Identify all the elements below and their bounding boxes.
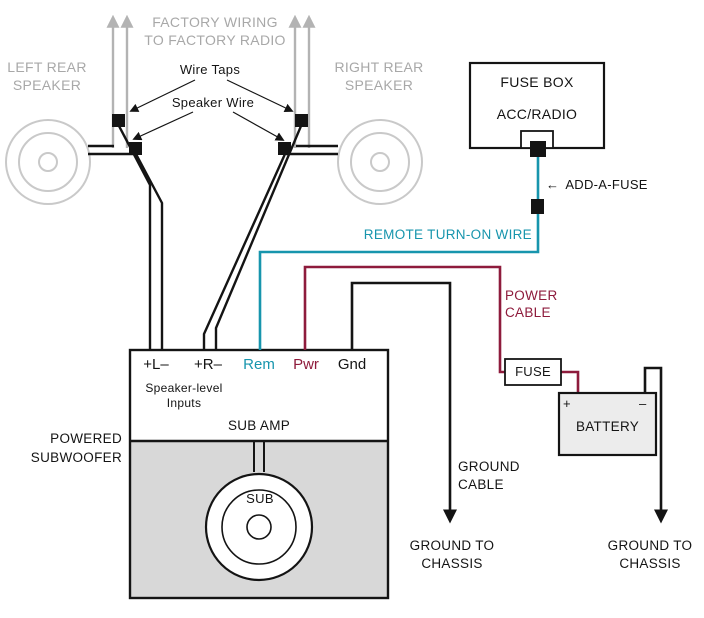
wire-taps-pointer-right	[226, 79, 294, 112]
right-rear-speaker-icon	[337, 119, 423, 205]
fuse-box-acc-radio-label: ACC/RADIO	[496, 106, 578, 122]
ground-cable-label: GROUND CABLE	[458, 459, 520, 492]
left-arrow-icon: ←	[546, 177, 560, 192]
power-cable-label: POWER CABLE	[505, 288, 558, 320]
wire-tap	[278, 142, 291, 155]
amp-terminal-right-input: +R–	[194, 356, 222, 373]
remote-turn-on-wire-label: REMOTE TURN-ON WIRE	[363, 227, 532, 242]
amp-terminal-power: Pwr	[293, 356, 319, 373]
left-rear-speaker-label: LEFT REAR SPEAKER	[7, 59, 87, 93]
speaker-level-inputs-label: Speaker-level Inputs	[145, 381, 223, 410]
power-cable-wire	[303, 265, 580, 393]
left-rear-speaker-icon	[5, 119, 91, 205]
speaker-wire-pointer-left	[132, 111, 194, 141]
wire-taps-pointer-left	[129, 79, 196, 112]
amp-ground-wire	[350, 281, 457, 524]
sub-speaker-icon	[204, 442, 314, 582]
battery-outline	[557, 391, 658, 457]
speaker-wire-label: Speaker Wire	[171, 95, 255, 110]
amp-terminal-ground: Gnd	[337, 356, 367, 373]
wire-tap	[295, 114, 308, 127]
right-rear-speaker-label: RIGHT REAR SPEAKER	[334, 59, 424, 93]
annotation-arrows	[129, 79, 294, 141]
fuse-box-title: FUSE BOX	[500, 74, 574, 90]
speaker-wire-pointer-right	[232, 111, 285, 141]
battery-ground-wire	[643, 366, 668, 524]
amp-terminal-left-input: +L–	[143, 356, 169, 373]
battery-minus-terminal-label: –	[639, 396, 647, 411]
battery-label: BATTERY	[575, 419, 640, 434]
speaker-wires	[88, 125, 338, 350]
wire-tap	[112, 114, 125, 127]
factory-wiring-label: FACTORY WIRING TO FACTORY RADIO	[144, 14, 286, 48]
sub-amp-label: SUB AMP	[227, 418, 291, 433]
powered-subwoofer-label: POWERED SUBWOOFER	[30, 431, 122, 465]
right-speaker-wire	[214, 125, 303, 350]
ground-to-chassis-label-amp: GROUND TO CHASSIS	[409, 538, 495, 571]
add-a-fuse-label: ADD-A-FUSE	[565, 177, 648, 192]
right-speaker-wire	[202, 153, 287, 350]
fuse-box-connector	[530, 141, 546, 157]
amp-terminal-remote: Rem	[243, 356, 275, 373]
battery-plus-terminal-label: +	[563, 396, 571, 411]
power-cable-amp-to-fuse	[303, 265, 505, 374]
sub-label: SUB	[246, 491, 274, 506]
fuse-outline	[504, 358, 562, 386]
ground-wires	[350, 281, 668, 524]
left-speaker-wire	[117, 125, 152, 350]
left-speaker-wire	[134, 153, 164, 350]
wire-taps-label: Wire Taps	[179, 62, 241, 77]
add-a-fuse-connector	[531, 199, 544, 214]
power-cable-fuse-to-battery	[561, 370, 580, 393]
wire-tap-connectors	[112, 114, 308, 155]
wire-tap	[129, 142, 142, 155]
ground-to-chassis-label-battery: GROUND TO CHASSIS	[607, 538, 693, 571]
add-a-fuse-callout: ← ADD-A-FUSE	[546, 177, 648, 192]
fuse-label: FUSE	[515, 364, 551, 379]
